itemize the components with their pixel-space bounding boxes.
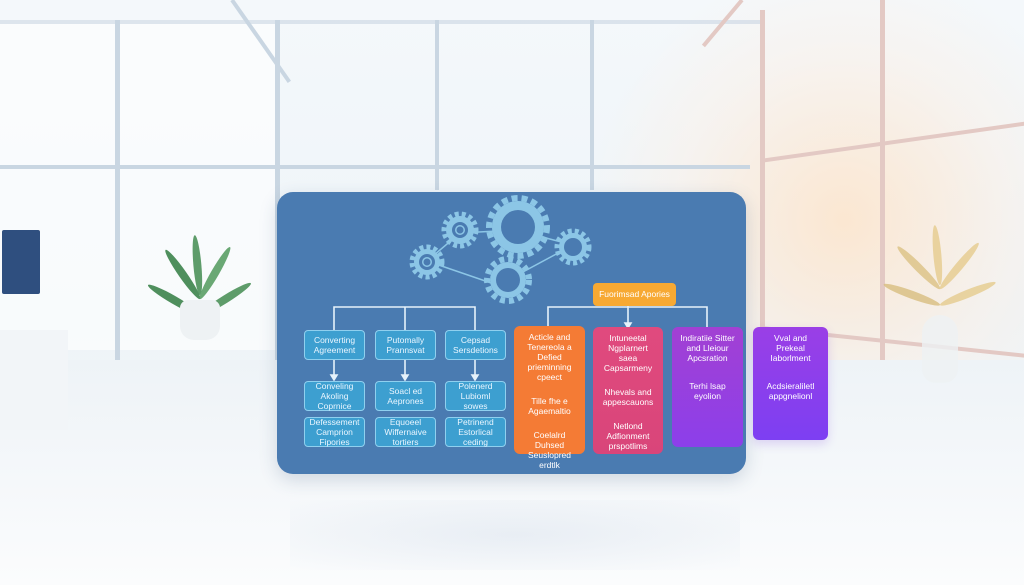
- node-label: Defessement Camprion Fipories: [309, 417, 360, 447]
- column-item: Coelalrd Duhsed Seuslopred erdtlk: [527, 430, 571, 470]
- column-item: Indiratiie Sitter and Lleiour Apcsration: [680, 333, 735, 363]
- node-label: Converting Agreement: [313, 335, 356, 355]
- desk: [0, 330, 68, 430]
- node-left-1-child-1[interactable]: Conveling Akoling Coprnice: [304, 381, 365, 411]
- column-pink[interactable]: Intuneetal Ngplarnert saea Capsarmeny Nh…: [593, 327, 663, 454]
- floor-reflection: [290, 500, 740, 570]
- node-left-header-1[interactable]: Converting Agreement: [304, 330, 365, 360]
- column-item: Tille fhe e Agaemaltio: [528, 396, 571, 416]
- column-item: Nhevals and appescauons: [602, 387, 654, 407]
- node-label: Putomally Prannsvat: [386, 335, 425, 355]
- window-frame: [0, 20, 760, 24]
- window-frame: [880, 0, 885, 370]
- node-left-header-2[interactable]: Putomally Prannsvat: [375, 330, 436, 360]
- node-label: Equoeel Wiffernaive tortiers: [384, 417, 427, 447]
- column-purple[interactable]: Indiratiie Sitter and Lleiour Apcsration…: [672, 327, 743, 447]
- column-item: Intuneetal Ngplarnert saea Capsarmeny: [603, 333, 653, 373]
- column-item: Vval and Prekeal Iaborlment: [770, 333, 811, 363]
- column-item: Acdsieraliletl appgnelionl: [766, 381, 815, 401]
- node-label: Petrinend Estorlical ceding: [457, 417, 494, 447]
- node-left-3-child-2[interactable]: Petrinend Estorlical ceding: [445, 417, 506, 447]
- plant-left: [146, 225, 254, 365]
- node-label: Cepsad Sersdetions: [453, 335, 498, 355]
- gears-icon: [409, 195, 592, 304]
- node-label: Conveling Akoling Coprnice: [315, 381, 354, 411]
- window-frame: [590, 20, 594, 190]
- window-frame: [280, 165, 750, 169]
- node-left-2-child-1[interactable]: Soacl ed Aeprones: [375, 381, 436, 411]
- window-frame: [0, 165, 280, 169]
- window-frame: [760, 10, 765, 380]
- node-left-1-child-2[interactable]: Defessement Camprion Fipories: [304, 417, 365, 447]
- detached-card[interactable]: Vval and Prekeal Iaborlment Acdsieralile…: [753, 327, 828, 440]
- node-left-2-child-2[interactable]: Equoeel Wiffernaive tortiers: [375, 417, 436, 447]
- column-item: Terhi lsap eyolion: [689, 381, 726, 401]
- column-orange[interactable]: Acticle and Tenereola a Defied prieminni…: [514, 326, 585, 470]
- node-right-root[interactable]: Fuorimsad Apories: [593, 283, 676, 306]
- window-frame: [435, 20, 439, 190]
- column-item: Acticle and Tenereola a Defied prieminni…: [527, 332, 572, 382]
- window-frame: [275, 20, 280, 380]
- node-left-3-child-1[interactable]: Polenerd Lubioml sowes: [445, 381, 506, 411]
- plant-right: [880, 215, 1000, 385]
- node-label: Polenerd Lubioml sowes: [458, 381, 493, 411]
- node-label: Fuorimsad Apories: [599, 288, 670, 299]
- node-label: Soacl ed Aeprones: [387, 386, 424, 406]
- window-frame: [115, 20, 120, 360]
- node-left-header-3[interactable]: Cepsad Sersdetions: [445, 330, 506, 360]
- monitor: [2, 230, 40, 294]
- column-item: Netlond Adfionment prspotlims: [606, 421, 650, 451]
